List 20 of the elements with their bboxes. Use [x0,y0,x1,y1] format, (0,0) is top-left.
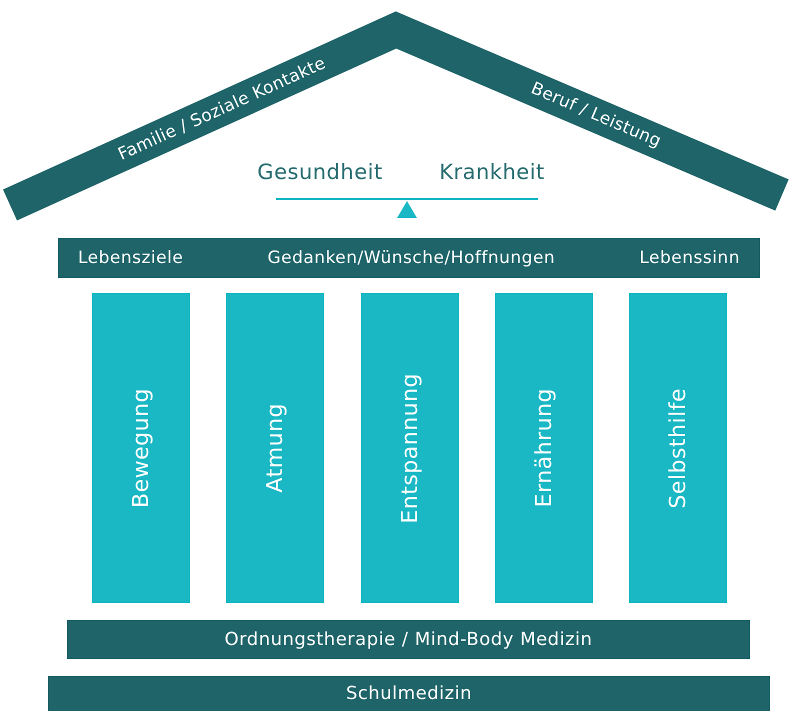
pillar-label: Bewegung [128,388,154,508]
balance-label: Krankheit [439,160,545,184]
pillar-label: Ernährung [532,388,556,508]
pillar [495,293,593,603]
band-label: Ordnungstherapie / Mind-Body Medizin [224,629,592,650]
pillar [361,293,459,603]
beam-band [48,676,770,711]
band-label: Lebensziele [78,248,184,268]
pillar [92,293,190,603]
band-label: Gedanken/Wünsche/Hoffnungen [267,248,556,268]
balance-label: Gesundheit [257,160,383,184]
band-label: Lebenssinn [639,248,740,268]
pillar-label: Atmung [262,403,288,493]
beam-band [58,238,760,278]
pillar [226,293,324,603]
pillar-label: Entspannung [398,372,422,524]
band-label: Schulmedizin [346,683,472,704]
pillar [629,293,727,603]
pillar-label: Selbsthilfe [666,388,690,508]
beam-band [67,620,750,659]
